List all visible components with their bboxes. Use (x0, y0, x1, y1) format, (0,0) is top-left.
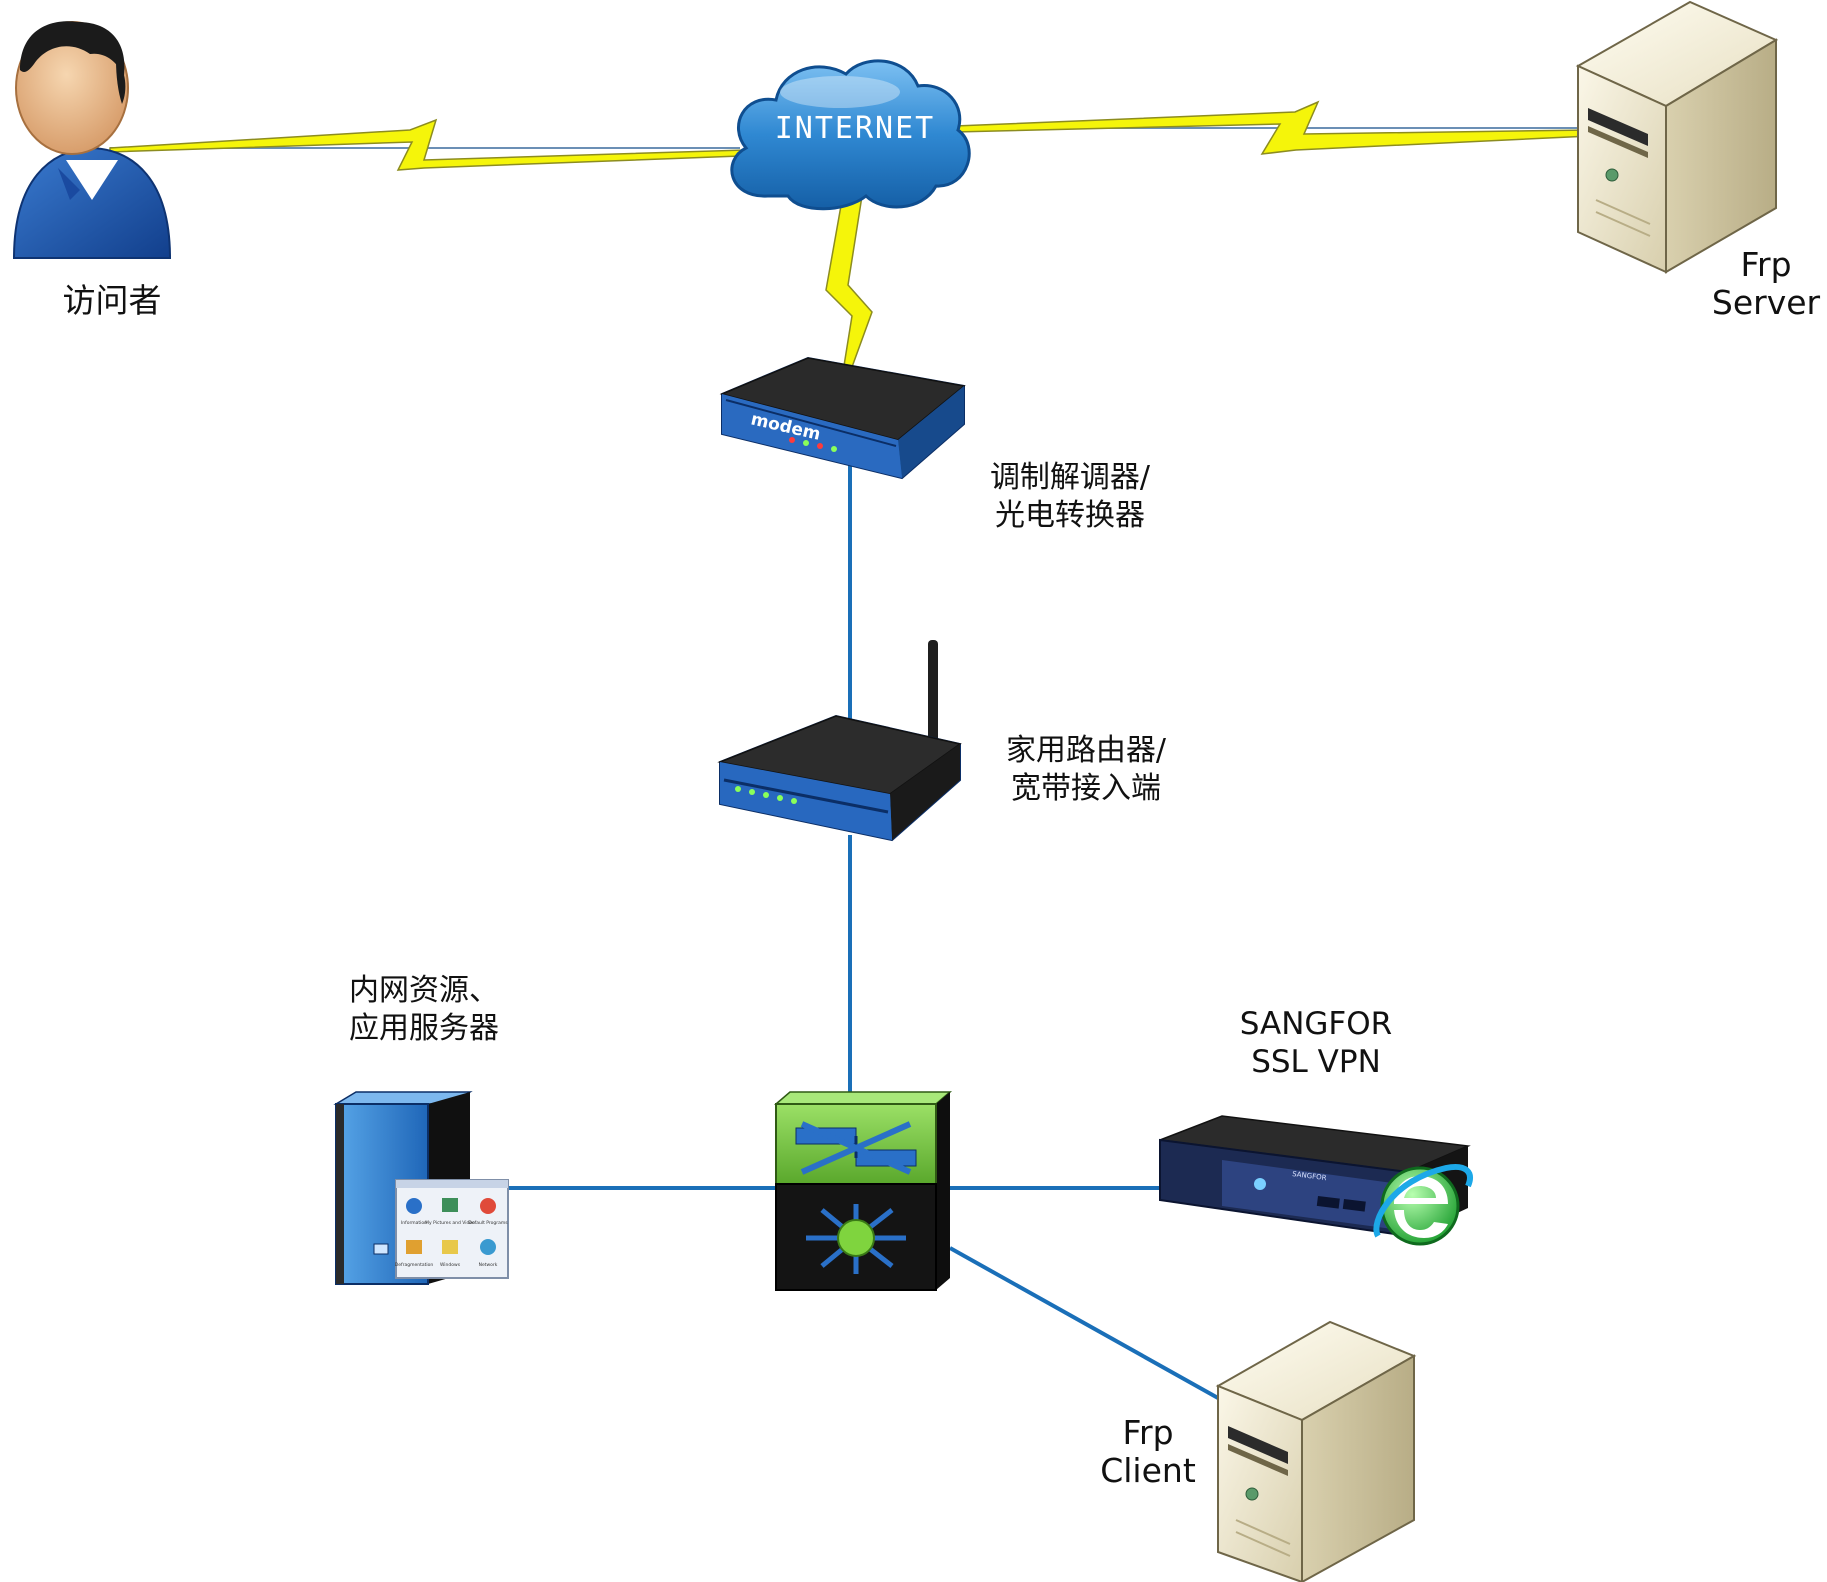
lightning-visitor-internet (109, 118, 747, 171)
app-server-label-line1: 内网资源、 (349, 973, 499, 1008)
window-item-5: Network (479, 1262, 498, 1268)
sslvpn-label-line1: SANGFOR (1240, 1006, 1392, 1042)
frp-client-label-line1: Frp (1122, 1413, 1173, 1452)
link-switch-frpclient (949, 1246, 1219, 1400)
modem-label-line1: 调制解调器/ (990, 460, 1151, 495)
router-label-line1: 家用路由器/ (1006, 733, 1167, 768)
router-label-line2: 宽带接入端 (1011, 771, 1161, 806)
frp-client-icon (1215, 1320, 1417, 1582)
frp-client-label-line2: Client (1100, 1451, 1196, 1490)
window-item-0: Information (401, 1220, 427, 1226)
sslvpn-label-line2: SSL VPN (1251, 1044, 1381, 1080)
frp-server-label-line1: Frp (1740, 245, 1791, 284)
app-server-window-items: Information My Pictures and Video Defaul… (395, 1220, 508, 1268)
switch-icon (773, 1091, 953, 1291)
lightning-internet-modem (825, 195, 873, 379)
router-icon (717, 640, 962, 842)
visitor-label: 访问者 (63, 281, 162, 320)
internet-label: INTERNET (775, 111, 936, 146)
wan-links (109, 100, 1591, 379)
modem-label-line2: 光电转换器 (995, 498, 1145, 533)
window-item-3: Defragmentation (395, 1262, 434, 1268)
visitor-icon (12, 21, 172, 259)
frp-server-label-line2: Server (1712, 283, 1821, 322)
ie-browser-icon (1373, 1164, 1473, 1246)
window-item-2: Default Programs (468, 1220, 508, 1226)
window-item-4: Windows (440, 1262, 461, 1268)
internet-cloud-icon (730, 59, 971, 211)
wired-links (508, 460, 1219, 1400)
window-item-1: My Pictures and Video (425, 1220, 475, 1226)
frp-server-icon (1575, 0, 1779, 274)
app-server-icon (333, 1091, 509, 1285)
app-server-label-line2: 应用服务器 (349, 1011, 499, 1046)
modem-icon (719, 356, 966, 480)
